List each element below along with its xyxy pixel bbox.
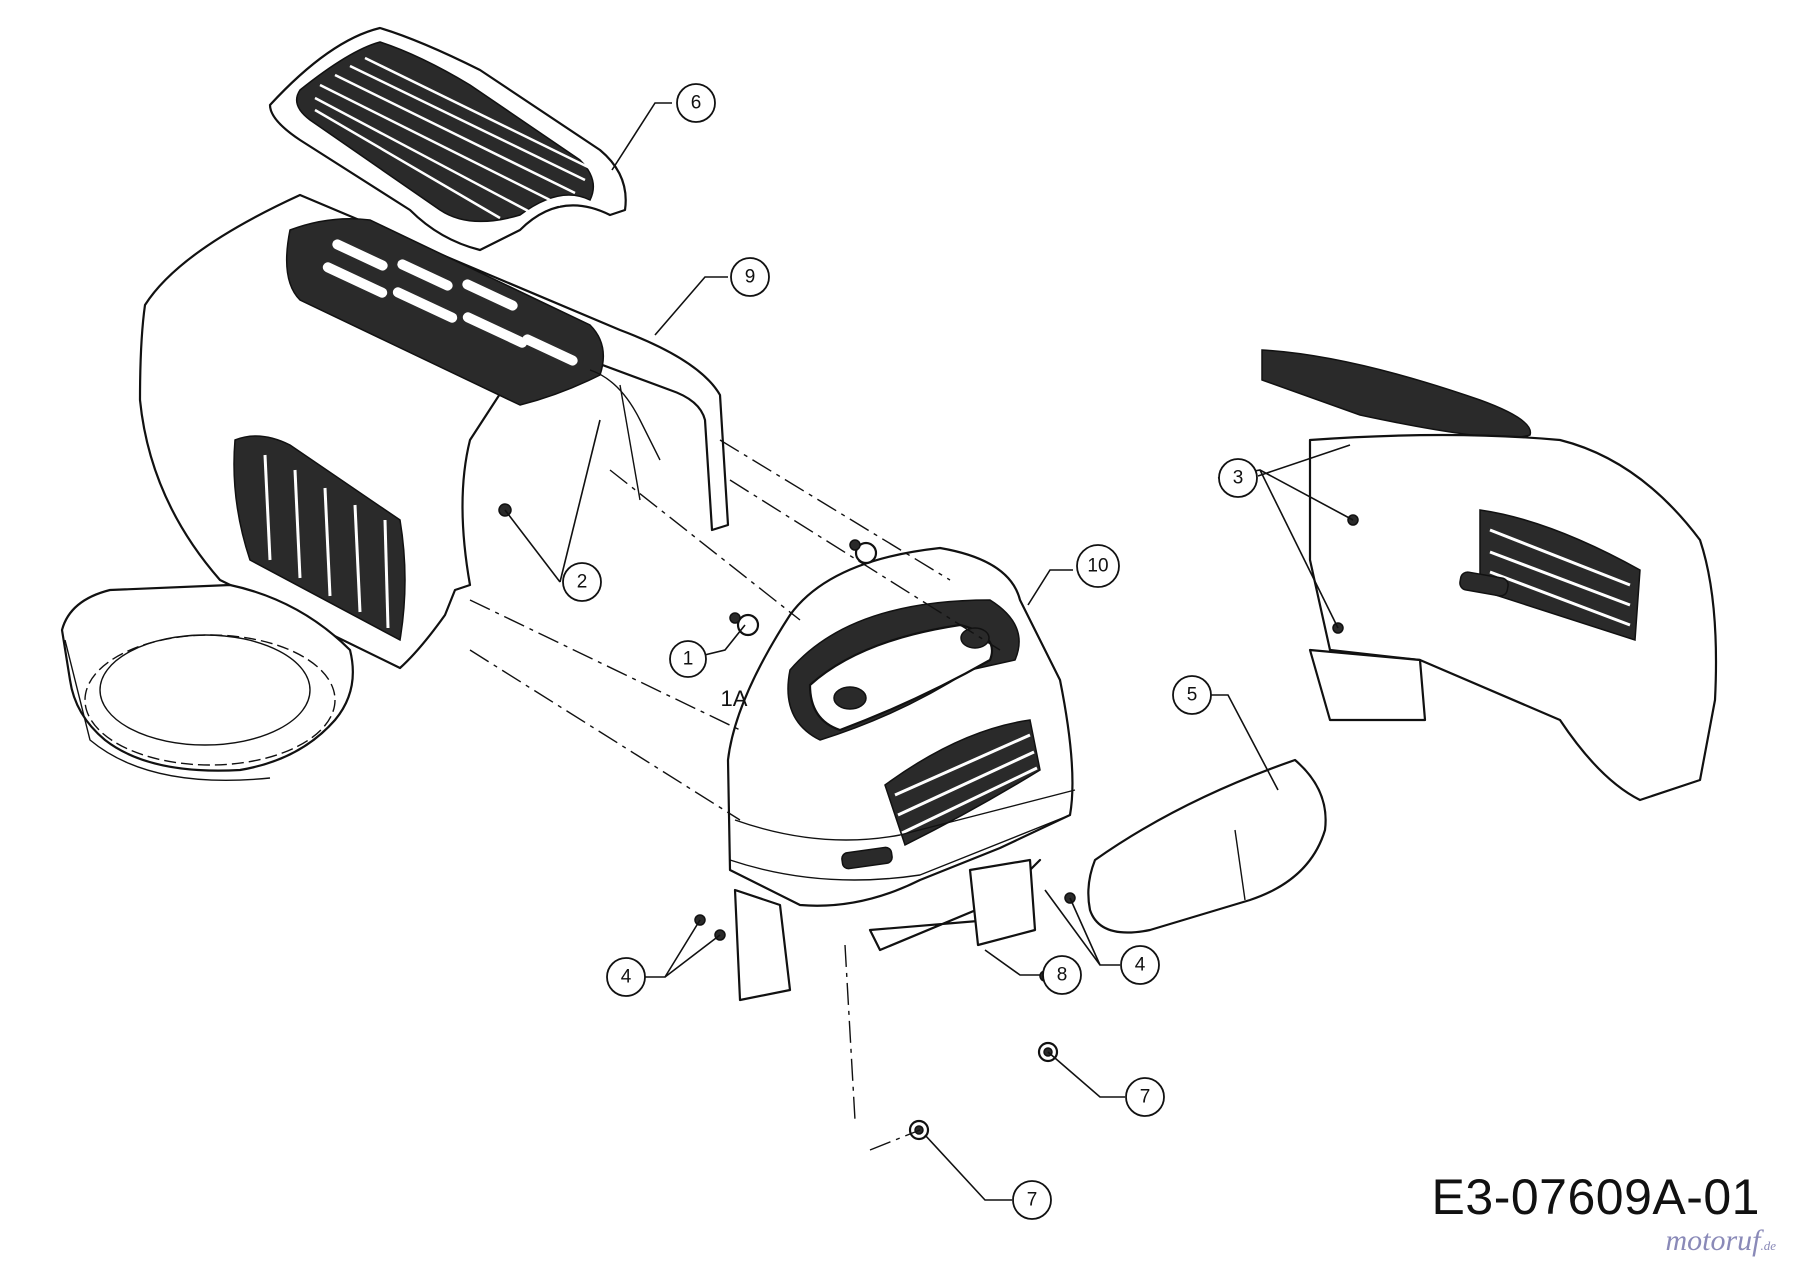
callout-1[interactable]: 1 <box>669 640 707 678</box>
callout-10[interactable]: 10 <box>1076 544 1120 588</box>
callout-4-right[interactable]: 4 <box>1120 945 1160 985</box>
assembly-lines <box>469 439 1001 1151</box>
part-8-bracket[interactable] <box>968 858 1037 947</box>
callout-7-lower[interactable]: 7 <box>1012 1180 1052 1220</box>
part-10-front-hood[interactable] <box>726 546 1076 1002</box>
callout-7-lower-text: 7 <box>1027 1190 1038 1211</box>
fastener-part-4-left <box>694 914 726 941</box>
callout-8[interactable]: 8 <box>1042 955 1082 995</box>
callout-9[interactable]: 9 <box>730 257 770 297</box>
callout-4-right-text: 4 <box>1135 955 1146 976</box>
callout-3-text: 3 <box>1233 468 1244 489</box>
drawing-number: E3-07609A-01 <box>1431 1169 1760 1225</box>
callout-6[interactable]: 6 <box>676 83 716 123</box>
callout-2-text: 2 <box>577 572 588 593</box>
callout-10-text: 10 <box>1087 556 1108 577</box>
part-5-bumper-cap[interactable] <box>1087 758 1327 934</box>
callout-7-upper[interactable]: 7 <box>1125 1077 1165 1117</box>
callout-4-left-text: 4 <box>621 967 632 988</box>
detail-view-inset <box>1261 349 1718 802</box>
fan-shroud-part <box>60 583 354 781</box>
callout-2[interactable]: 2 <box>562 562 602 602</box>
callout-1a[interactable]: 1A <box>721 686 748 711</box>
part-9-rear-hood[interactable] <box>138 193 730 670</box>
callout-9-text: 9 <box>745 267 756 288</box>
watermark-suffix: .de <box>1760 1238 1776 1253</box>
part-6-hood-grille-cover[interactable] <box>268 26 627 252</box>
callout-6-text: 6 <box>691 93 702 114</box>
watermark-brand: motoruf <box>1665 1224 1761 1257</box>
callout-8-text: 8 <box>1057 965 1068 986</box>
callout-3[interactable]: 3 <box>1218 458 1258 498</box>
watermark-logo: motoruf.de <box>1665 1224 1776 1258</box>
callout-1a-text: 1A <box>721 686 748 711</box>
callout-5[interactable]: 5 <box>1172 675 1212 715</box>
fastener-part-1 <box>729 612 760 637</box>
fastener-part-2-right <box>849 539 878 565</box>
callout-7-upper-text: 7 <box>1140 1087 1151 1108</box>
callout-5-text: 5 <box>1187 685 1198 706</box>
callout-1-text: 1 <box>683 649 694 670</box>
callout-4-left[interactable]: 4 <box>606 957 646 997</box>
